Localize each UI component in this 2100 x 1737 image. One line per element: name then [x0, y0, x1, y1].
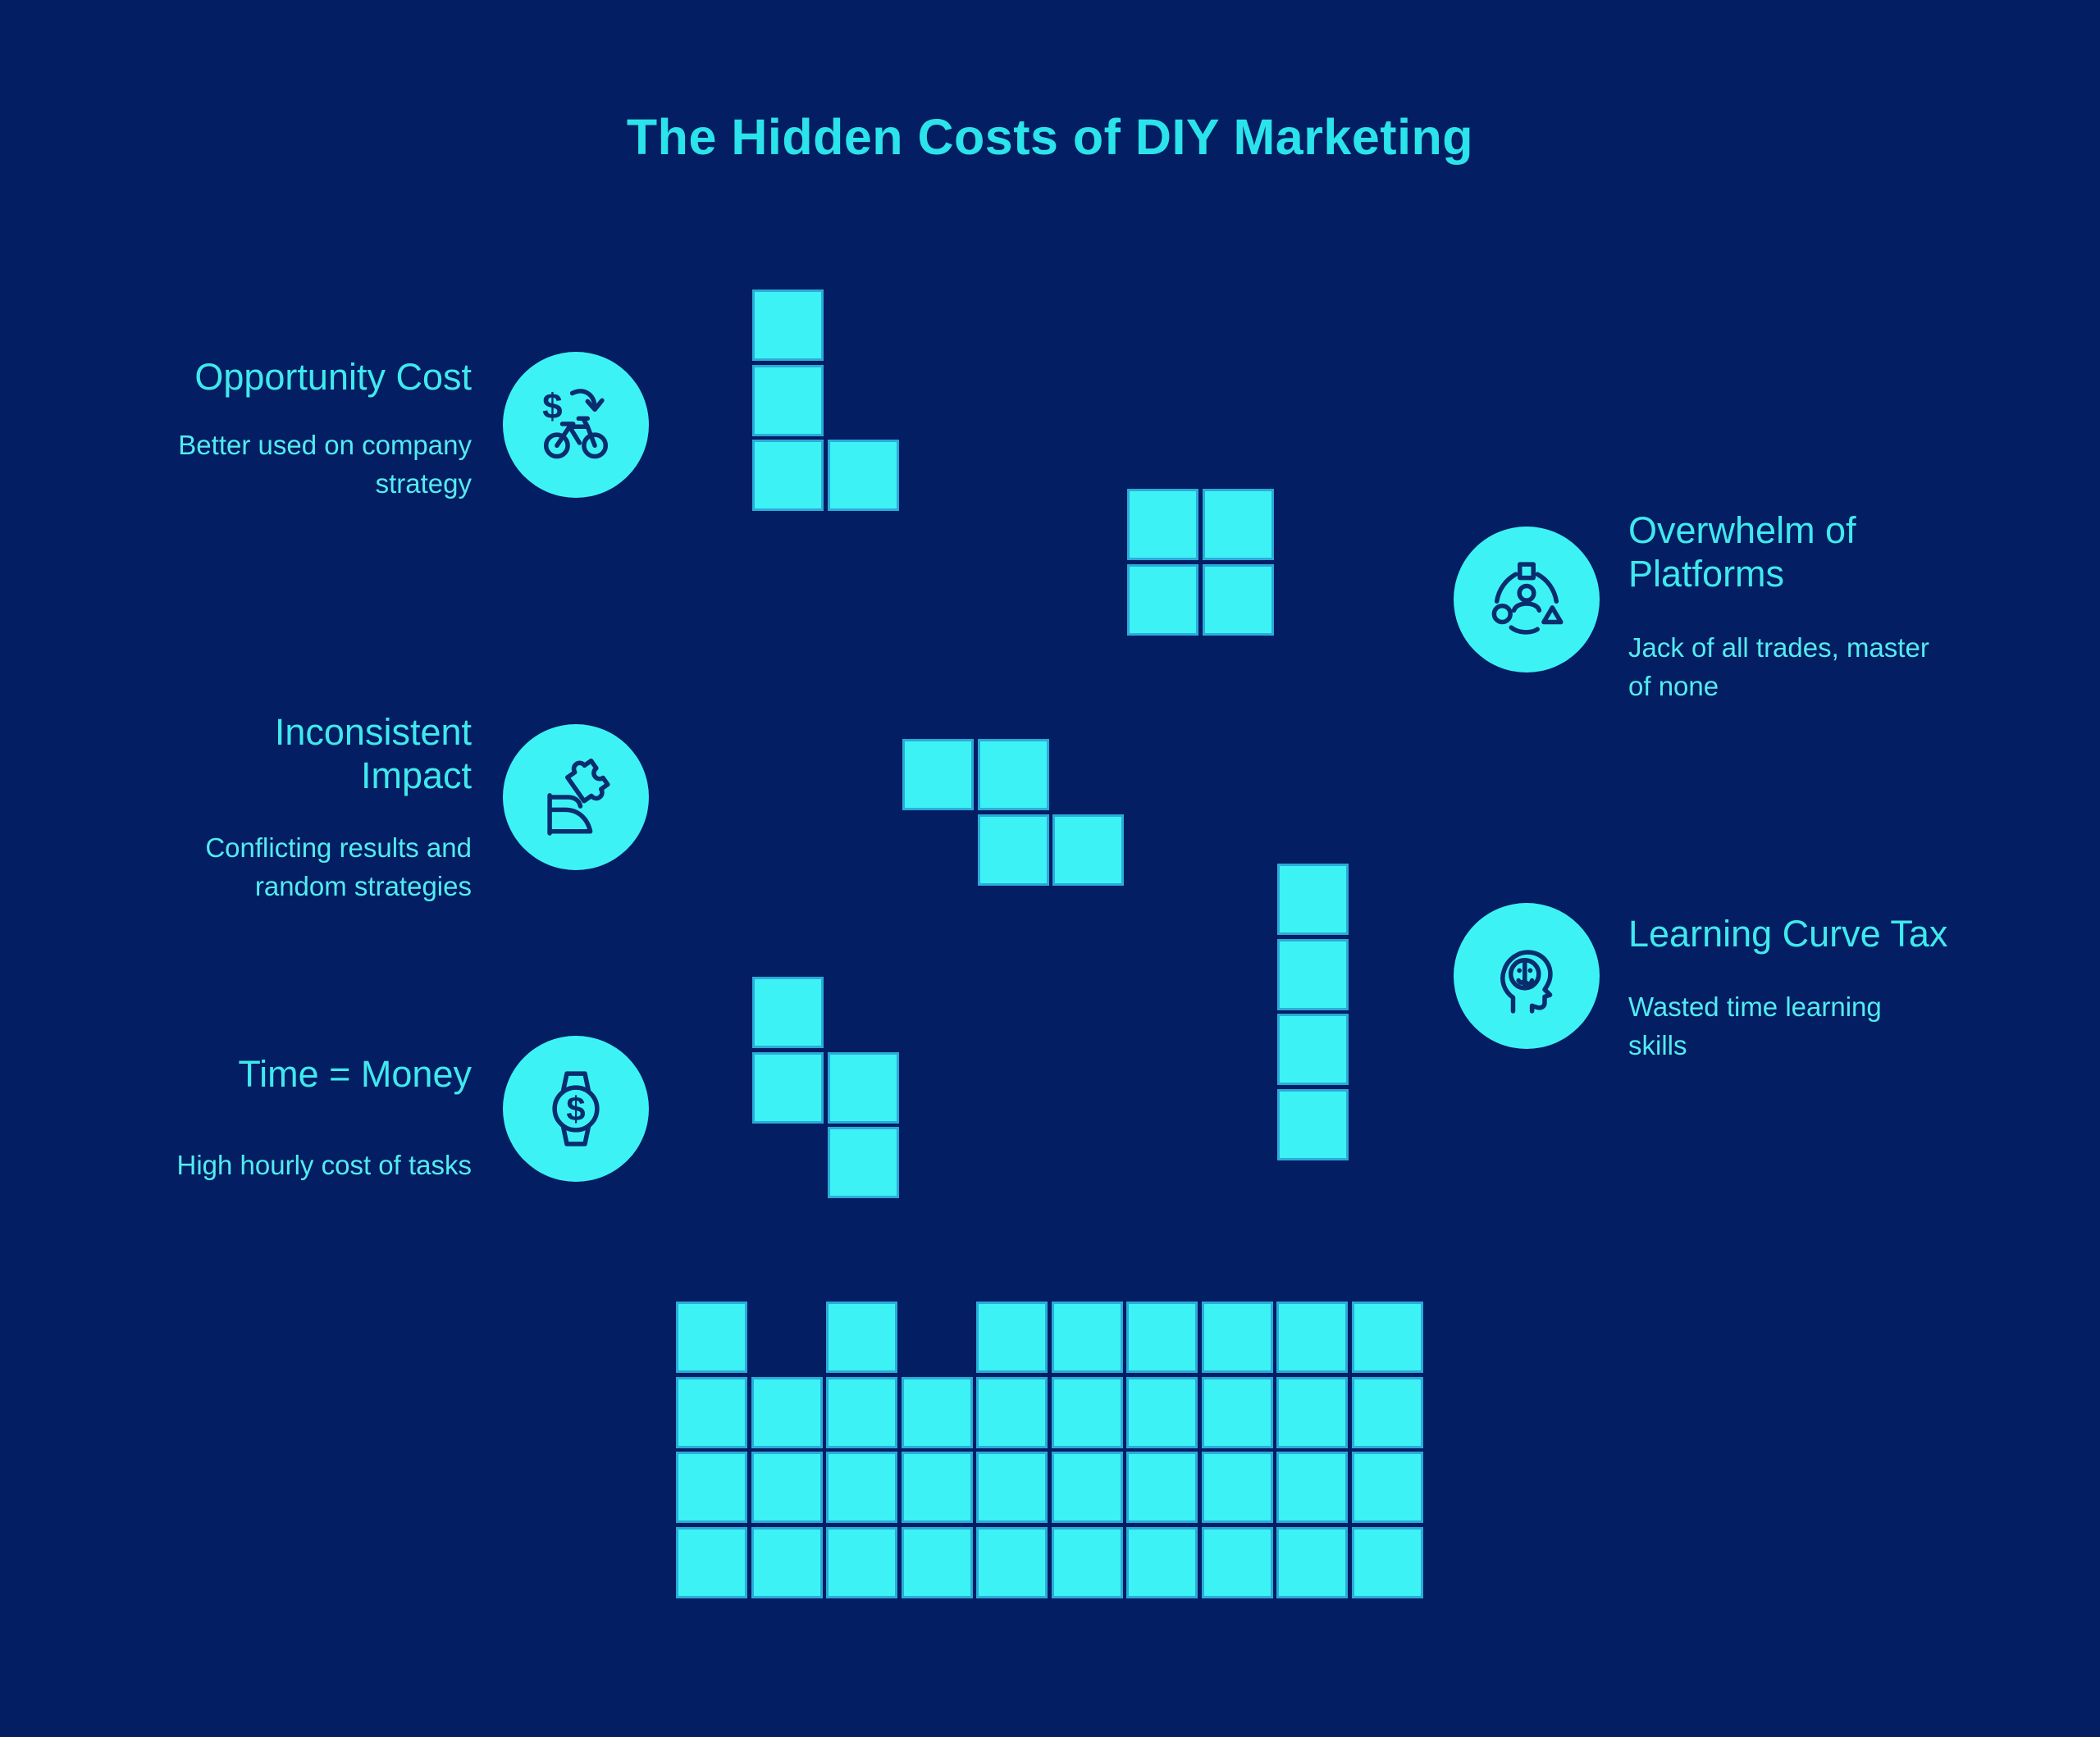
section-subtitle: Conflicting results and random strategie… — [127, 828, 472, 905]
tetris-block — [1351, 1376, 1423, 1448]
tetris-block — [976, 1302, 1048, 1373]
tetris-block — [901, 1376, 973, 1448]
tetris-block — [751, 1526, 823, 1598]
dollar-watch-icon: $ — [552, 1071, 600, 1147]
tetris-block — [827, 440, 899, 511]
heading-line: Overwhelm of — [1628, 509, 1856, 551]
subtitle-line: Better used on company — [178, 430, 472, 460]
tetris-block — [976, 1452, 1048, 1523]
tetris-block — [1277, 864, 1349, 935]
section-subtitle: High hourly cost of tasks — [127, 1146, 472, 1184]
tetris-block — [1201, 1526, 1273, 1598]
section-heading: Overwhelm of Platforms — [1628, 508, 2022, 595]
tetris-block — [752, 977, 824, 1048]
subtitle-line: skills — [1628, 1030, 1687, 1060]
svg-text:$: $ — [566, 1089, 585, 1128]
tetris-block — [752, 290, 824, 361]
tetris-block — [1276, 1526, 1348, 1598]
tetris-block — [977, 739, 1049, 810]
subtitle-line: of none — [1628, 671, 1719, 701]
tetris-block — [1351, 1526, 1423, 1598]
tetris-block — [826, 1452, 897, 1523]
section-heading: Learning Curve Tax — [1628, 912, 2022, 955]
tetris-block — [1127, 489, 1198, 560]
heading-line: Impact — [360, 755, 472, 796]
icon-circle — [1454, 903, 1600, 1049]
subtitle-line: strategy — [375, 468, 472, 499]
tetris-block — [1051, 1302, 1123, 1373]
section-heading: Inconsistent Impact — [127, 710, 472, 797]
tetris-block — [676, 1452, 747, 1523]
tetris-block — [1051, 1526, 1123, 1598]
svg-text:$: $ — [542, 386, 562, 426]
tetris-block — [1276, 1302, 1348, 1373]
section-heading: Time = Money — [127, 1052, 472, 1096]
tetris-block — [1277, 1014, 1349, 1085]
tetris-block — [1202, 563, 1274, 636]
tetris-block — [676, 1526, 747, 1598]
tetris-block — [752, 364, 824, 436]
tetris-block — [676, 1376, 747, 1448]
tetris-block — [827, 1051, 899, 1124]
tetris-block — [1126, 1526, 1198, 1598]
tetris-block — [826, 1526, 897, 1598]
tetris-block — [902, 739, 974, 810]
tetris-block — [827, 1127, 899, 1198]
tetris-block — [1052, 814, 1124, 886]
icon-circle — [1454, 527, 1600, 672]
tetris-block — [1126, 1302, 1198, 1373]
tetris-block — [1127, 563, 1198, 636]
tetris-block — [901, 1526, 973, 1598]
tetris-block — [826, 1302, 897, 1373]
tetris-block — [1202, 489, 1274, 560]
section-subtitle: Wasted time learning skills — [1628, 987, 2022, 1065]
subtitle-line: High hourly cost of tasks — [176, 1150, 472, 1180]
tetris-block — [1276, 1452, 1348, 1523]
tetris-block — [1201, 1376, 1273, 1448]
tetris-block — [752, 440, 824, 511]
tetris-block — [1201, 1452, 1273, 1523]
tetris-block — [1351, 1452, 1423, 1523]
subtitle-line: random strategies — [254, 871, 472, 901]
tetris-block — [752, 1051, 824, 1124]
heading-line: Time = Money — [238, 1053, 472, 1095]
tetris-block — [676, 1302, 747, 1373]
icon-circle — [503, 724, 649, 870]
heading-line: Platforms — [1628, 553, 1785, 595]
tetris-block — [1051, 1376, 1123, 1448]
head-brain-icon — [1500, 950, 1553, 1014]
tetris-block — [977, 814, 1049, 886]
icon-circle: $ — [503, 352, 649, 498]
heading-line: Opportunity Cost — [194, 356, 472, 398]
tetris-block — [976, 1376, 1048, 1448]
tetris-block — [1051, 1452, 1123, 1523]
heading-line: Inconsistent — [274, 711, 472, 753]
subtitle-line: Conflicting results and — [205, 832, 472, 863]
icon-circle: $ — [503, 1036, 649, 1182]
subtitle-line: Wasted time learning — [1628, 992, 1882, 1022]
tetris-block — [1351, 1302, 1423, 1373]
section-subtitle: Better used on company strategy — [127, 426, 472, 503]
heading-line: Learning Curve Tax — [1628, 913, 1948, 955]
dollar-bicycle-icon: $ — [542, 386, 609, 459]
page-title: The Hidden Costs of DIY Marketing — [626, 109, 1474, 165]
tetris-block — [1126, 1376, 1198, 1448]
tetris-block — [1126, 1452, 1198, 1523]
tetris-block — [751, 1452, 823, 1523]
section-subtitle: Jack of all trades, master of none — [1628, 628, 2022, 705]
person-shapes-icon — [1491, 562, 1564, 635]
section-heading: Opportunity Cost — [127, 355, 472, 399]
tetris-block — [976, 1526, 1048, 1598]
subtitle-line: Jack of all trades, master — [1628, 632, 1929, 663]
tetris-block — [901, 1452, 973, 1523]
tetris-block — [1277, 938, 1349, 1010]
tetris-block — [1277, 1088, 1349, 1160]
tetris-block — [751, 1376, 823, 1448]
tetris-block — [1201, 1302, 1273, 1373]
tetris-block — [1276, 1376, 1348, 1448]
puzzle-hand-icon — [547, 758, 610, 836]
tetris-block — [826, 1376, 897, 1448]
